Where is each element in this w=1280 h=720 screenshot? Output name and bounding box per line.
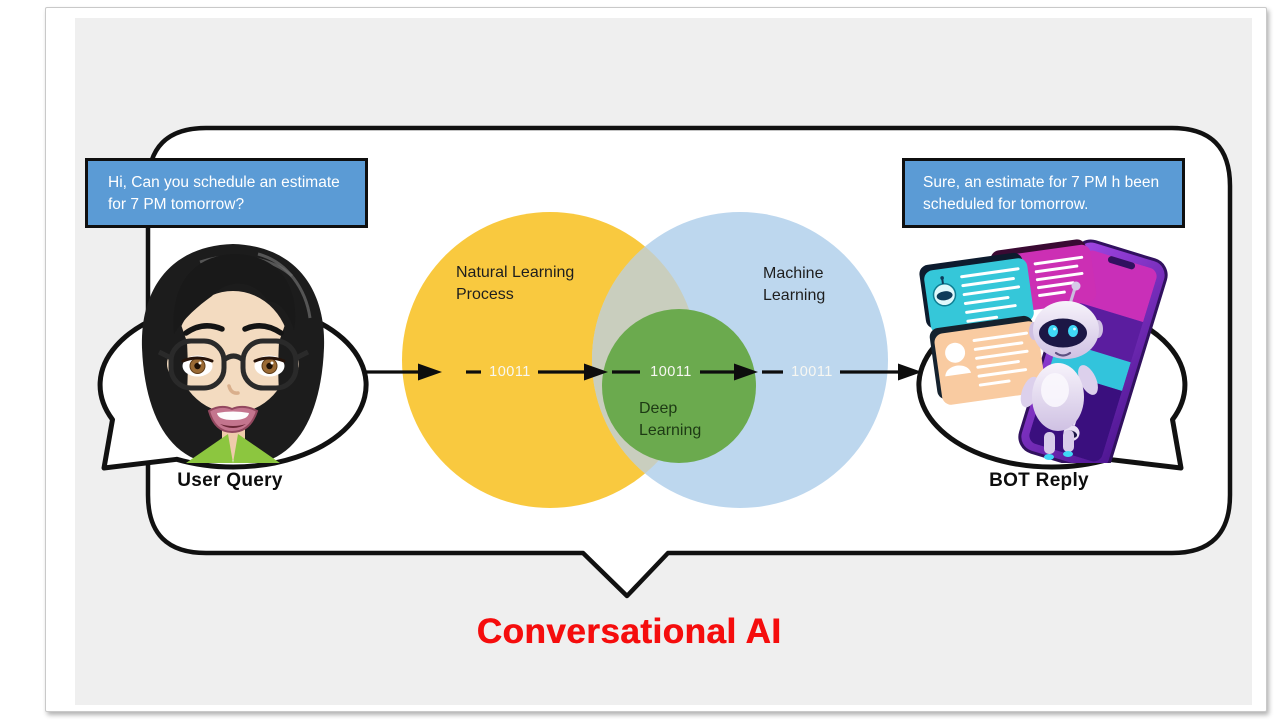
avatar-collar — [233, 434, 280, 463]
bot-message-text: Sure, an estimate for 7 PM h been schedu… — [923, 174, 1160, 213]
slide-title: Conversational AI — [476, 612, 782, 651]
avatar-glasses — [157, 338, 310, 391]
user-message-box: Hi, Can you schedule an estimate for 7 P… — [85, 158, 368, 228]
venn-label-dl: Deep Learning — [639, 400, 702, 439]
chat-card-peach — [929, 315, 1046, 405]
chat-card-cyan — [919, 252, 1034, 334]
robot — [1020, 281, 1103, 460]
venn-label-nlp: Natural Learning Process — [456, 264, 575, 303]
user-message-text: Hi, Can you schedule an estimate for 7 P… — [108, 174, 340, 213]
binary-signal-right: 10011 — [791, 364, 833, 380]
bot-message-box: Sure, an estimate for 7 PM h been schedu… — [902, 158, 1185, 228]
bot-illustration — [919, 239, 1168, 463]
binary-signal-center: 10011 — [650, 364, 692, 380]
avatar-collar — [186, 434, 233, 463]
user-query-caption: User Query — [177, 470, 283, 491]
venn-label-ml: Machine Learning — [763, 265, 826, 304]
binary-signal-left: 10011 — [489, 364, 531, 380]
venn-circle-dl — [602, 309, 756, 463]
avatar-bangs — [173, 254, 296, 334]
robot-visor — [1039, 318, 1087, 348]
bot-reply-caption: BOT Reply — [989, 470, 1089, 491]
avatar-face — [176, 291, 290, 413]
arrow-chain — [366, 363, 922, 381]
user-avatar — [141, 244, 325, 463]
venn-diagram — [402, 212, 888, 508]
